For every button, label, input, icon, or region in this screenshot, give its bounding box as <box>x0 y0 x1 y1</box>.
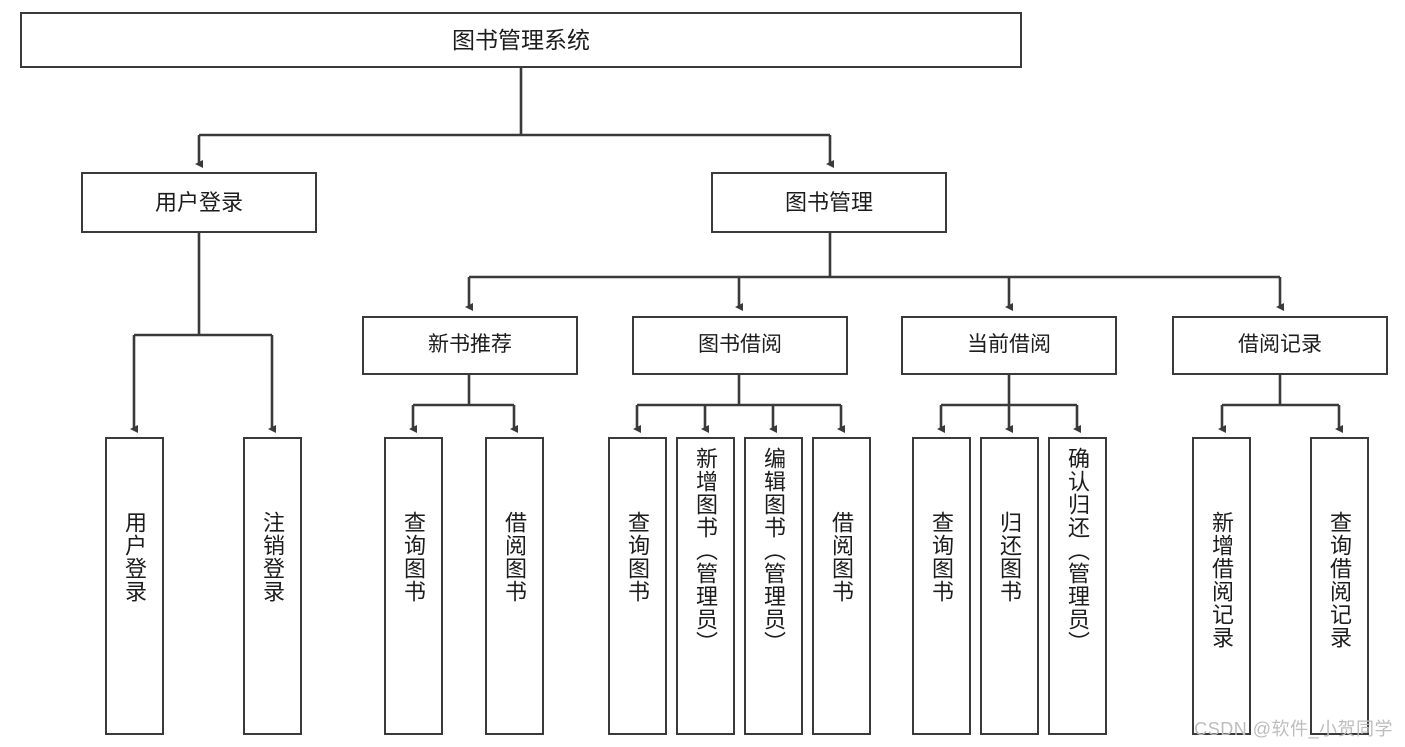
node-leaf-confirm-return[interactable]: 确认归还（管理员） <box>1048 437 1107 735</box>
node-root-label: 图书管理系统 <box>452 26 590 53</box>
node-leaf-add-book[interactable]: 新增图书（管理员） <box>676 437 735 735</box>
node-leaf-confirm-return-label: 确认归还（管理员） <box>1065 447 1091 654</box>
node-leaf-query-book-3[interactable]: 查询图书 <box>912 437 971 735</box>
node-leaf-return-book[interactable]: 归还图书 <box>980 437 1039 735</box>
node-book-manage[interactable]: 图书管理 <box>711 172 947 233</box>
node-leaf-add-record[interactable]: 新增借阅记录 <box>1192 437 1251 735</box>
node-leaf-add-record-label: 新增借阅记录 <box>1209 511 1235 649</box>
node-leaf-logout-label: 注销登录 <box>260 511 286 603</box>
watermark-text: CSDN @软件_小贺同学 <box>1194 719 1393 739</box>
node-leaf-borrow-book-2-label: 借阅图书 <box>829 511 855 603</box>
node-leaf-logout[interactable]: 注销登录 <box>243 437 302 735</box>
node-leaf-query-book-2[interactable]: 查询图书 <box>608 437 667 735</box>
node-new-book-rec[interactable]: 新书推荐 <box>362 316 578 375</box>
node-leaf-query-book-3-label: 查询图书 <box>929 511 955 603</box>
node-book-manage-label: 图书管理 <box>784 189 873 215</box>
node-leaf-query-record[interactable]: 查询借阅记录 <box>1310 437 1369 735</box>
node-leaf-edit-book[interactable]: 编辑图书（管理员） <box>744 437 803 735</box>
node-borrow-record-label: 借阅记录 <box>1238 333 1322 357</box>
node-leaf-edit-book-label: 编辑图书（管理员） <box>761 447 787 654</box>
node-leaf-return-book-label: 归还图书 <box>997 511 1023 603</box>
node-leaf-borrow-book-1[interactable]: 借阅图书 <box>485 437 544 735</box>
node-new-book-rec-label: 新书推荐 <box>428 333 512 357</box>
node-leaf-add-book-label: 新增图书（管理员） <box>693 447 719 654</box>
node-user-login-label: 用户登录 <box>154 189 243 215</box>
node-leaf-borrow-book-2[interactable]: 借阅图书 <box>812 437 871 735</box>
node-leaf-borrow-book-1-label: 借阅图书 <box>502 511 528 603</box>
node-book-borrow[interactable]: 图书借阅 <box>632 316 848 375</box>
node-leaf-query-book-2-label: 查询图书 <box>625 511 651 603</box>
node-book-borrow-label: 图书借阅 <box>698 333 782 357</box>
node-borrow-record[interactable]: 借阅记录 <box>1172 316 1388 375</box>
node-root[interactable]: 图书管理系统 <box>20 12 1022 68</box>
node-current-borrow-label: 当前借阅 <box>967 333 1051 357</box>
node-leaf-user-login[interactable]: 用户登录 <box>105 437 164 735</box>
node-leaf-user-login-label: 用户登录 <box>122 511 148 603</box>
node-leaf-query-book-1-label: 查询图书 <box>401 511 427 603</box>
node-user-login[interactable]: 用户登录 <box>81 172 317 233</box>
node-current-borrow[interactable]: 当前借阅 <box>901 316 1117 375</box>
node-leaf-query-book-1[interactable]: 查询图书 <box>384 437 443 735</box>
node-leaf-query-record-label: 查询借阅记录 <box>1327 511 1353 649</box>
